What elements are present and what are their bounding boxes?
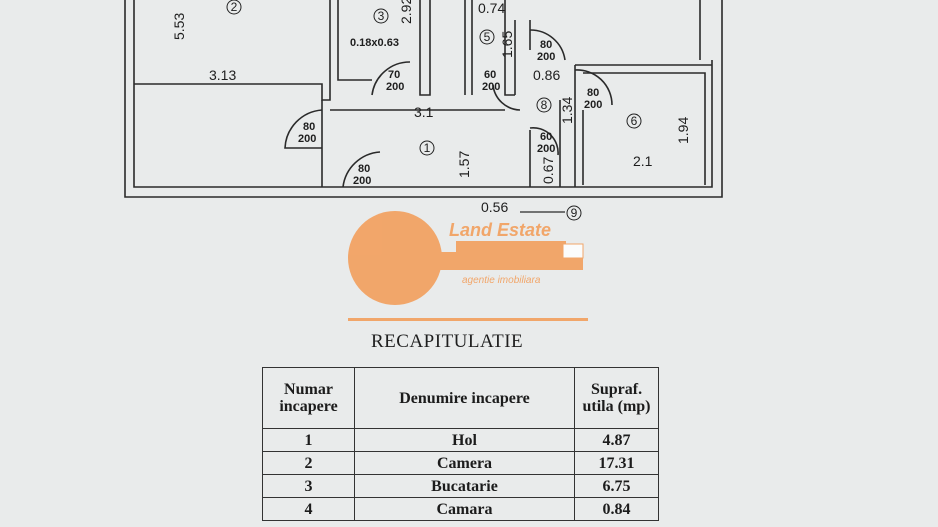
door-label: 60 xyxy=(484,69,496,81)
door-label: 80 xyxy=(540,39,552,51)
plan-mark xyxy=(536,97,552,113)
floor-plan: 5.53 3.13 2.92 0.74 1.65 0.18x0.63 0.86 … xyxy=(124,0,723,321)
plan-mark xyxy=(456,241,566,255)
summary-title: RECAPITULATIE xyxy=(371,331,524,352)
plan-mark xyxy=(373,8,389,24)
room-nr: 4 xyxy=(262,497,355,521)
plan-mark xyxy=(348,318,588,321)
dim-1-65: 1.65 xyxy=(499,31,515,58)
plan-mark xyxy=(419,140,435,156)
door-label: 60 xyxy=(540,131,552,143)
room-name: Hol xyxy=(354,428,575,452)
brand-name: Land Estate xyxy=(449,220,551,240)
door-arc xyxy=(371,61,411,96)
wall xyxy=(419,0,431,96)
door-label: 80 xyxy=(303,121,315,133)
door-label: 200 xyxy=(353,175,371,187)
plan-mark xyxy=(562,243,584,259)
outer-wall xyxy=(124,0,723,198)
dim-0-18: 0.18x0.63 xyxy=(350,37,399,49)
room-number: 6 xyxy=(631,114,638,128)
dim-1-34: 1.34 xyxy=(559,97,575,124)
room-name: Camera xyxy=(354,451,575,475)
room-number: 8 xyxy=(541,98,548,112)
table-row: 4 Camara 0.84 xyxy=(262,497,659,521)
dim-1-94: 1.94 xyxy=(675,117,691,144)
land-estate-watermark: Land Estate agentie imobiliara xyxy=(348,211,588,321)
room-number: 9 xyxy=(571,206,578,220)
dim-0-74: 0.74 xyxy=(478,0,505,16)
plan-mark xyxy=(226,0,242,15)
key-logo-icon xyxy=(348,211,442,305)
door-arc xyxy=(342,151,381,188)
room-name: Bucatarie xyxy=(354,474,575,498)
header-name: Denumire incapere xyxy=(354,367,575,429)
door-label: 200 xyxy=(386,81,404,93)
room-nr: 3 xyxy=(262,474,355,498)
table-row: 1 Hol 4.87 xyxy=(262,428,659,452)
dim-3-13: 3.13 xyxy=(209,67,236,83)
room-nr: 2 xyxy=(262,451,355,475)
wall xyxy=(337,0,372,81)
plan-mark xyxy=(626,113,642,129)
dim-5-53: 5.53 xyxy=(171,13,187,40)
dim-0-86: 0.86 xyxy=(533,67,560,83)
wall xyxy=(134,0,331,101)
room-name: Camara xyxy=(354,497,575,521)
wall xyxy=(583,72,706,185)
room-area: 17.31 xyxy=(574,451,659,475)
door-arc xyxy=(529,29,566,61)
room-area: 0.84 xyxy=(574,497,659,521)
header-area: Supraf. utila (mp) xyxy=(574,367,659,429)
door-label: 70 xyxy=(388,69,400,81)
door-arc xyxy=(492,84,521,111)
room-nr: 1 xyxy=(262,428,355,452)
header-number: Numar incapere xyxy=(262,367,355,429)
dim-1-57: 1.57 xyxy=(456,151,472,178)
plan-mark xyxy=(566,205,582,221)
door-arc xyxy=(574,69,613,106)
door-label: 80 xyxy=(587,87,599,99)
door-label: 200 xyxy=(584,99,602,111)
door-arc xyxy=(529,127,559,156)
wall xyxy=(504,0,515,96)
door-label: 80 xyxy=(358,163,370,175)
table-row: 2 Camera 17.31 xyxy=(262,451,659,475)
door-label: 200 xyxy=(298,133,316,145)
room-area: 4.87 xyxy=(574,428,659,452)
door-label: 200 xyxy=(482,81,500,93)
door-label: 200 xyxy=(537,51,555,63)
room-number: 2 xyxy=(231,0,238,14)
outer-wall-inner xyxy=(133,0,713,188)
door-label: 200 xyxy=(537,143,555,155)
room-number: 1 xyxy=(424,141,431,155)
room-area: 6.75 xyxy=(574,474,659,498)
summary-table: Numar incapere Denumire incapere Supraf.… xyxy=(262,367,659,521)
dim-0-67: 0.67 xyxy=(540,157,556,184)
plan-mark xyxy=(425,252,583,270)
table-row: 3 Bucatarie 6.75 xyxy=(262,474,659,498)
plan-mark xyxy=(479,29,495,45)
dim-2-92: 2.92 xyxy=(398,0,414,24)
door-arc xyxy=(284,109,323,149)
dim-2-1: 2.1 xyxy=(633,153,653,169)
room-number: 5 xyxy=(484,30,491,44)
dim-0-56: 0.56 xyxy=(481,199,508,215)
room-number: 3 xyxy=(378,9,385,23)
dim-3-1: 3.1 xyxy=(414,104,434,120)
brand-tagline: agentie imobiliara xyxy=(462,275,541,286)
